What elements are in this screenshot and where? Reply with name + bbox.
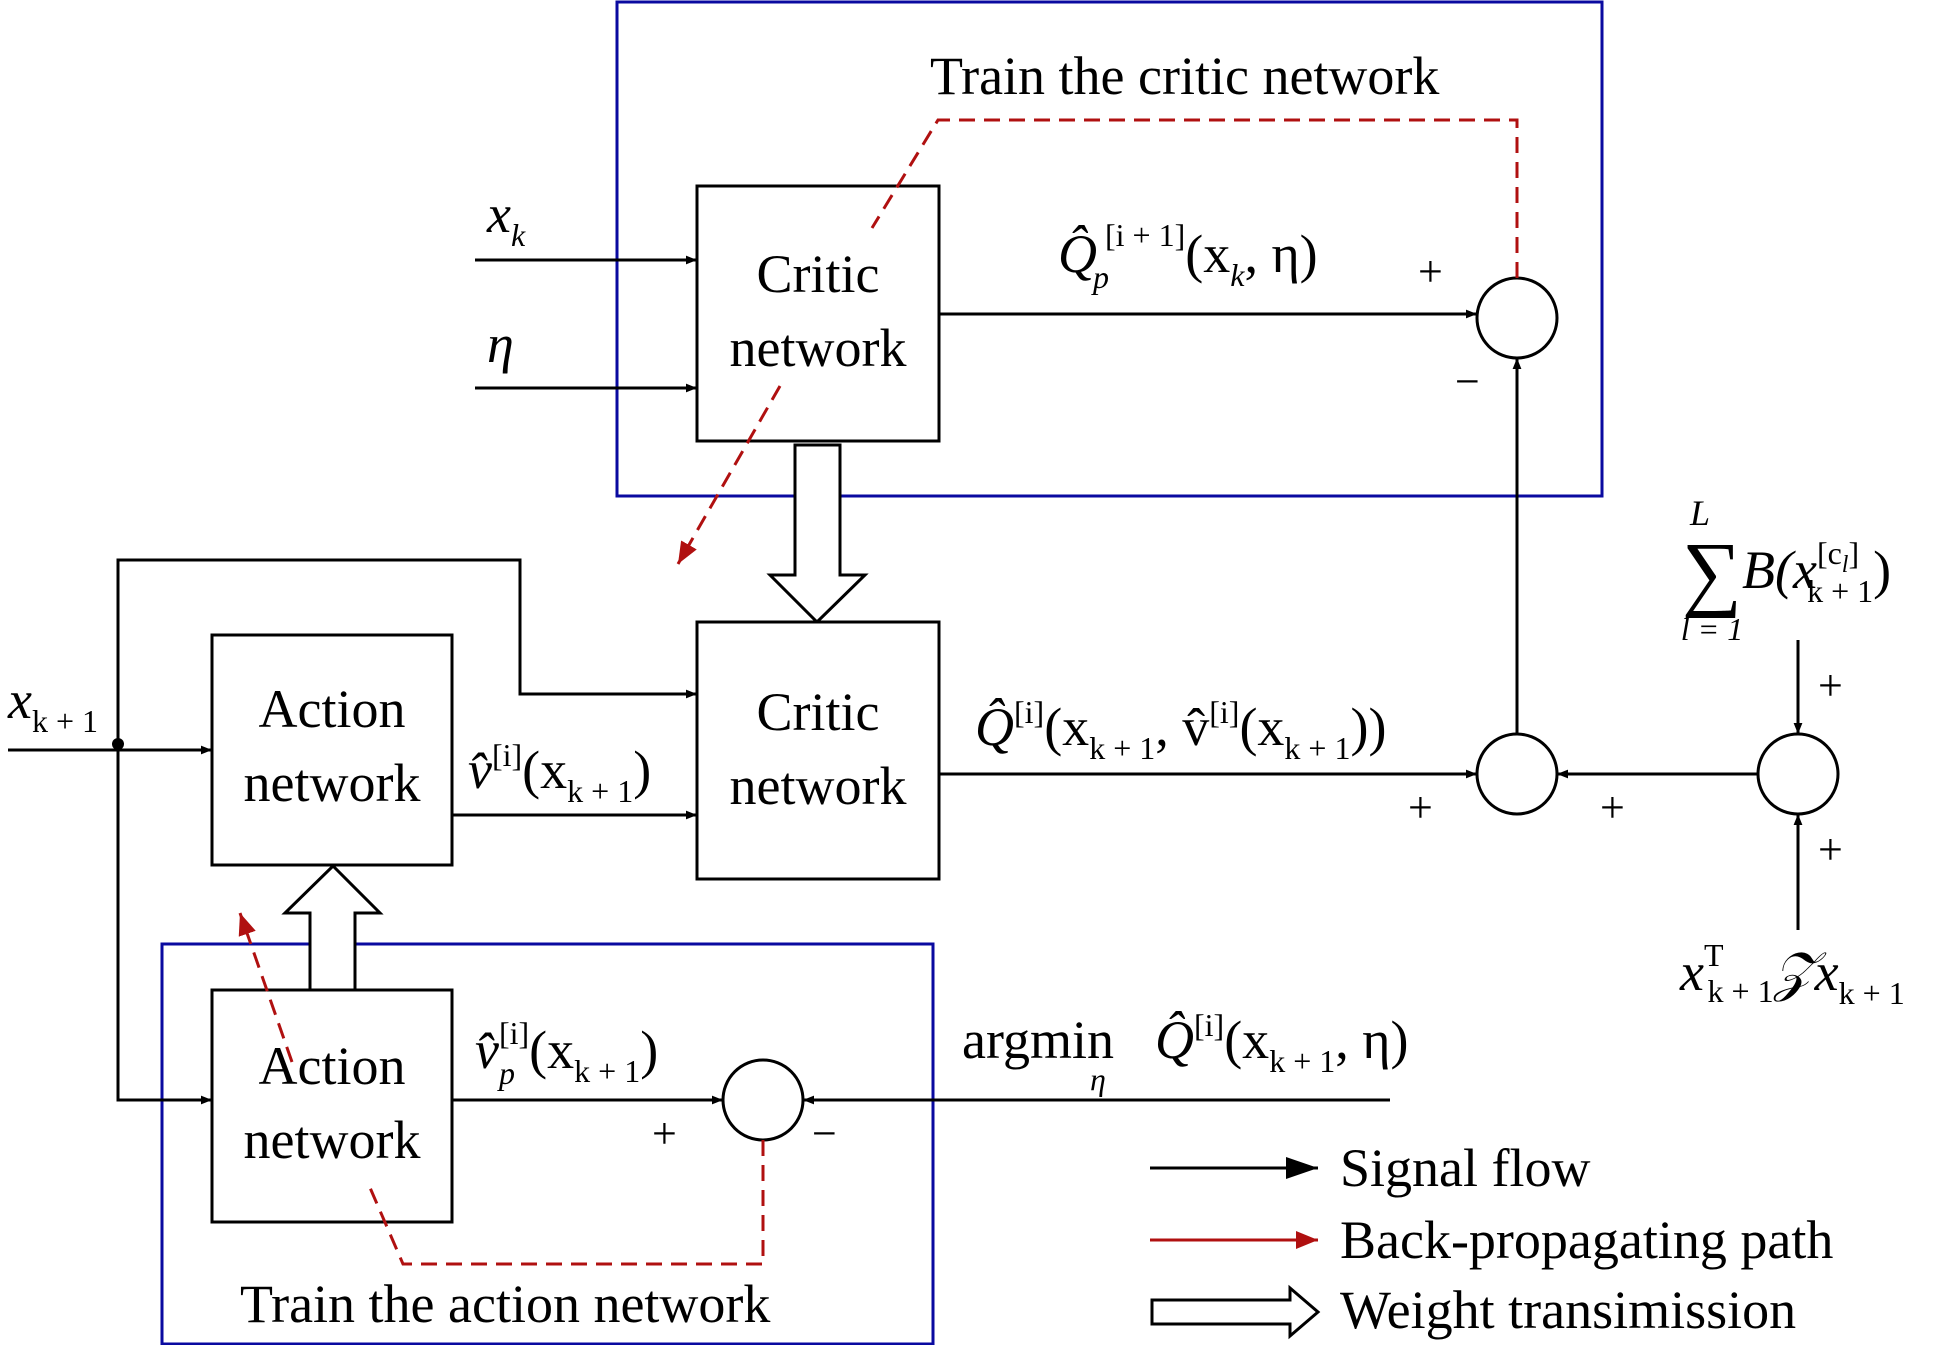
sign-sum-plus-top: + — [1818, 661, 1843, 710]
label-x-k: xk — [486, 184, 526, 253]
sign-bottom-plus: + — [652, 1109, 677, 1158]
label-v-hat-p: v̂p[i](xk + 1) — [475, 1015, 658, 1091]
summing-junction-bottom — [721, 1058, 805, 1142]
action-network-block-bottom: Action network — [210, 988, 454, 1224]
svg-text:Critic: Critic — [757, 244, 880, 304]
svg-text:network: network — [244, 753, 421, 813]
svg-text:network: network — [244, 1110, 421, 1170]
sign-bottom-minus: − — [812, 1109, 837, 1158]
svg-text:Critic: Critic — [757, 682, 880, 742]
svg-text:B(x[cl]k + 1): B(x[cl]k + 1) — [1742, 535, 1891, 609]
sign-mid-plus-left: + — [1408, 783, 1433, 832]
sign-sum-plus-bottom: + — [1818, 825, 1843, 874]
summing-junction-middle — [1475, 732, 1559, 816]
svg-text:Q̂[i](xk + 1, η): Q̂[i](xk + 1, η) — [1155, 1007, 1408, 1079]
svg-text:Action: Action — [259, 679, 406, 739]
action-training-frame — [160, 942, 935, 1345]
legend-back-propagating: Back-propagating path — [1150, 1210, 1833, 1270]
action-network-block-middle: Action network — [210, 633, 454, 867]
svg-text:η: η — [1090, 1061, 1106, 1097]
backprop-path-action-up — [238, 912, 294, 1063]
legend: Signal flow Back-propagating path Weight… — [1150, 1138, 1833, 1340]
critic-training-frame — [615, 0, 1604, 498]
backprop-path-critic — [870, 118, 1519, 278]
action-training-title: Train the action network — [240, 1274, 770, 1334]
svg-text:Action: Action — [259, 1036, 406, 1096]
label-argmin: argmin η Q̂[i](xk + 1, η) — [962, 1007, 1408, 1097]
svg-text:Back-propagating path: Back-propagating path — [1340, 1210, 1833, 1270]
svg-text:argmin: argmin — [962, 1010, 1114, 1070]
svg-text:network: network — [730, 756, 907, 816]
backprop-path-action — [366, 1140, 765, 1266]
weight-transmission-arrow-action — [281, 863, 384, 992]
legend-signal-flow: Signal flow — [1150, 1138, 1591, 1198]
label-utility-sum: L ∑ l = 1 B(x[cl]k + 1) — [1681, 493, 1891, 647]
critic-network-block-top: Critic network — [695, 184, 941, 443]
signal-xk1-to-critic-mid — [116, 558, 697, 744]
label-v-hat: v̂[i](xk + 1) — [468, 737, 651, 809]
backprop-path-critic-to-action — [676, 385, 782, 565]
svg-text:l = 1: l = 1 — [1681, 611, 1743, 647]
label-eta: η — [487, 314, 514, 374]
label-x-k-plus-1: xk + 1 — [7, 670, 98, 739]
svg-text:∑: ∑ — [1682, 526, 1742, 619]
summing-junction-right — [1756, 732, 1840, 816]
svg-text:L: L — [1689, 493, 1710, 533]
sign-mid-plus-right: + — [1600, 783, 1625, 832]
weight-transmission-arrow-critic — [766, 443, 869, 625]
signal-xk1-to-action-bottom — [116, 744, 212, 1105]
legend-weight-transmission: Weight transimission — [1150, 1280, 1796, 1340]
label-q-p-next: Q̂p[i + 1](xk, η) — [1058, 217, 1318, 295]
summing-junction-top — [1475, 276, 1559, 360]
svg-text:network: network — [730, 318, 907, 378]
critic-network-block-middle: Critic network — [695, 620, 941, 881]
svg-text:Signal flow: Signal flow — [1340, 1138, 1591, 1198]
label-q-current: Q̂[i](xk + 1, v̂[i](xk + 1)) — [975, 694, 1386, 766]
sign-top-plus: + — [1418, 247, 1443, 296]
svg-text:Weight transimission: Weight transimission — [1340, 1280, 1796, 1340]
critic-training-title: Train the critic network — [930, 46, 1439, 106]
sign-top-minus: − — [1455, 357, 1480, 406]
